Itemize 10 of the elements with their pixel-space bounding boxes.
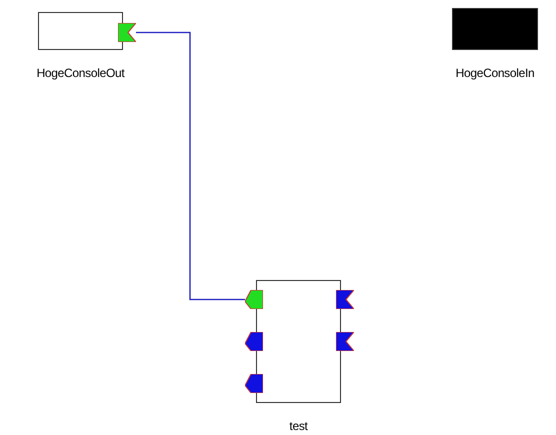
port-symbol	[245, 290, 263, 309]
port-symbol	[336, 332, 354, 351]
block-label: test	[289, 418, 308, 435]
port-symbol	[245, 374, 263, 393]
connector-line	[136, 32, 245, 300]
block-label: HogeConsoleOut	[36, 65, 124, 82]
port-symbol	[336, 290, 354, 309]
block-label: HogeConsoleIn	[456, 65, 534, 82]
port-symbol	[118, 23, 136, 42]
port-symbol	[245, 332, 263, 351]
